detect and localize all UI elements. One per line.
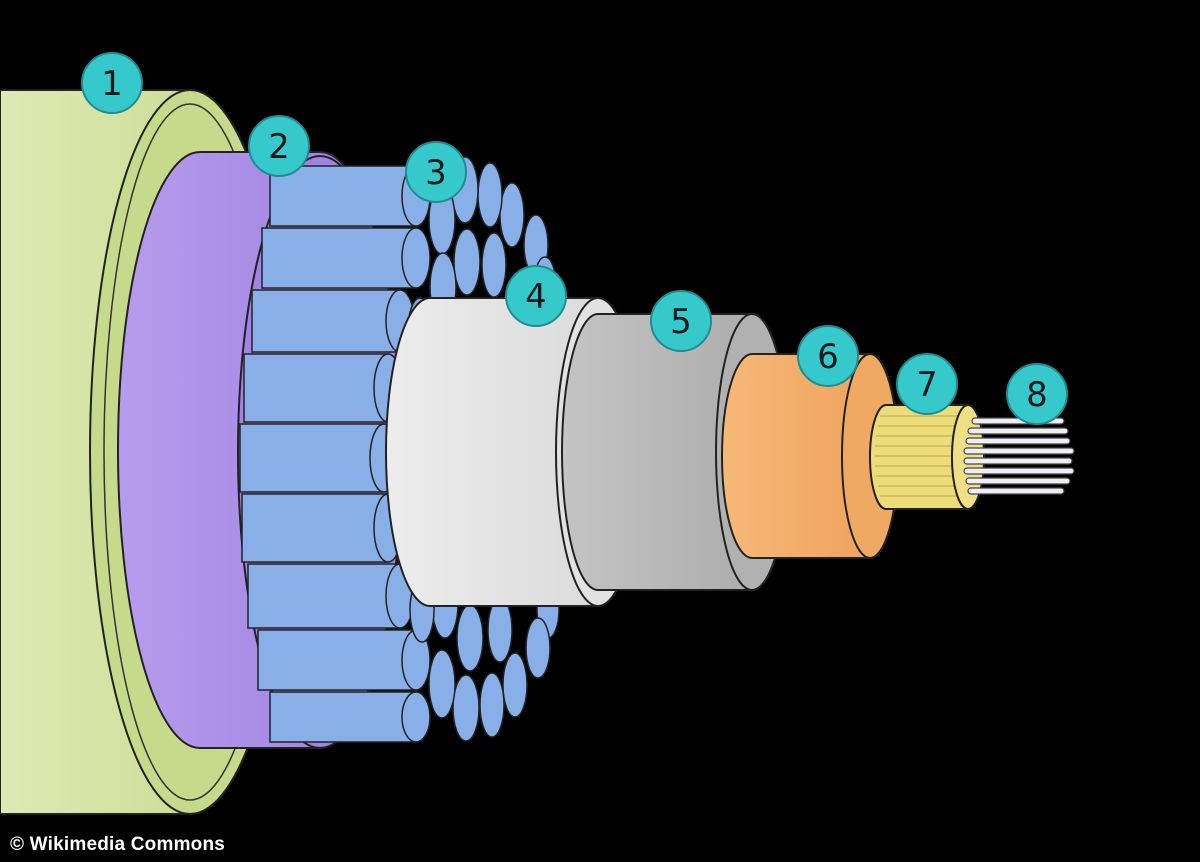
callout-5: 5 xyxy=(650,290,712,352)
callout-7: 7 xyxy=(896,353,958,415)
callout-1: 1 xyxy=(81,52,143,114)
callouts: 1 2 3 4 5 6 7 8 xyxy=(81,52,1068,425)
callout-1-label: 1 xyxy=(101,64,123,104)
layer-petroleum-jelly xyxy=(869,404,985,510)
callout-3: 3 xyxy=(405,141,467,203)
callout-8-label: 8 xyxy=(1026,375,1048,415)
callout-4-label: 4 xyxy=(525,277,547,317)
callout-6: 6 xyxy=(797,325,859,387)
callout-5-label: 5 xyxy=(670,302,692,342)
callout-6-label: 6 xyxy=(817,337,839,377)
callout-7-label: 7 xyxy=(916,365,938,405)
callout-2: 2 xyxy=(248,115,310,177)
armour-wires-back xyxy=(477,162,560,738)
callout-8: 8 xyxy=(1006,363,1068,425)
image-credit: © Wikimedia Commons xyxy=(10,834,226,855)
callout-4: 4 xyxy=(505,265,567,327)
callout-2-label: 2 xyxy=(268,127,290,167)
callout-3-label: 3 xyxy=(425,153,447,193)
